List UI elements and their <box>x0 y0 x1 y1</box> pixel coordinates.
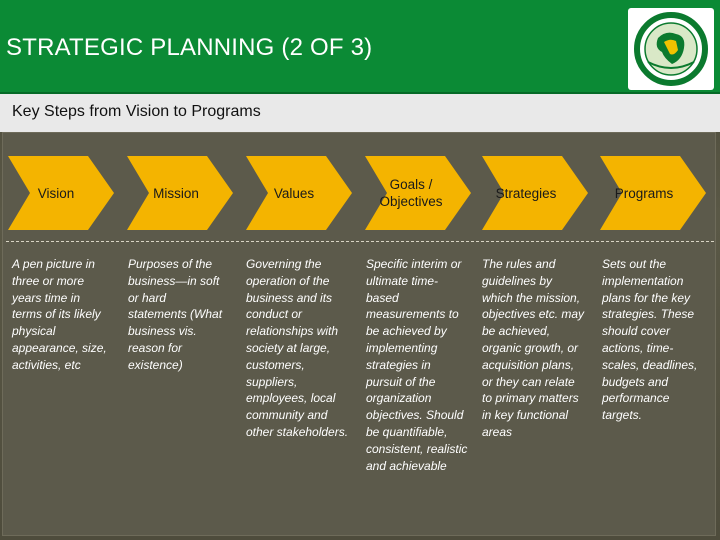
slide-subtitle: Key Steps from Vision to Programs <box>12 103 261 120</box>
step-description-strategies: The rules and guidelines by which the mi… <box>482 257 585 439</box>
chevron-goals <box>365 156 471 230</box>
chevron-programs <box>600 156 706 230</box>
slide-title: STRATEGIC PLANNING (2 OF 3) <box>6 34 373 61</box>
step-label-strategies: Strategies <box>495 185 557 201</box>
step-label-values: Values <box>273 185 315 201</box>
step-description-goals: Specific interim or ultimate time-based … <box>366 257 468 473</box>
process-panel <box>2 132 716 536</box>
ecowas-emblem-icon <box>634 12 708 86</box>
step-label-vision: Vision <box>37 185 75 201</box>
chevron-values <box>246 156 352 230</box>
step-label-goals: Goals / Objectives <box>379 177 443 209</box>
chevron-strategies <box>482 156 588 230</box>
title-bar: STRATEGIC PLANNING (2 OF 3) <box>0 0 720 94</box>
step-description-values: Governing the operation of the business … <box>246 257 349 439</box>
chevron-mission <box>127 156 233 230</box>
step-description-vision: A pen picture in three or more years tim… <box>12 257 107 372</box>
step-label-programs: Programs <box>614 185 674 201</box>
dashed-divider <box>6 241 714 242</box>
chevron-vision <box>8 156 114 230</box>
subtitle-band: Key Steps from Vision to Programs <box>0 94 720 132</box>
step-description-programs: Sets out the implementation plans for th… <box>602 257 698 423</box>
step-description-mission: Purposes of the business—in soft or hard… <box>128 257 223 372</box>
ecowas-logo <box>628 8 714 90</box>
step-label-mission: Mission <box>153 185 199 201</box>
